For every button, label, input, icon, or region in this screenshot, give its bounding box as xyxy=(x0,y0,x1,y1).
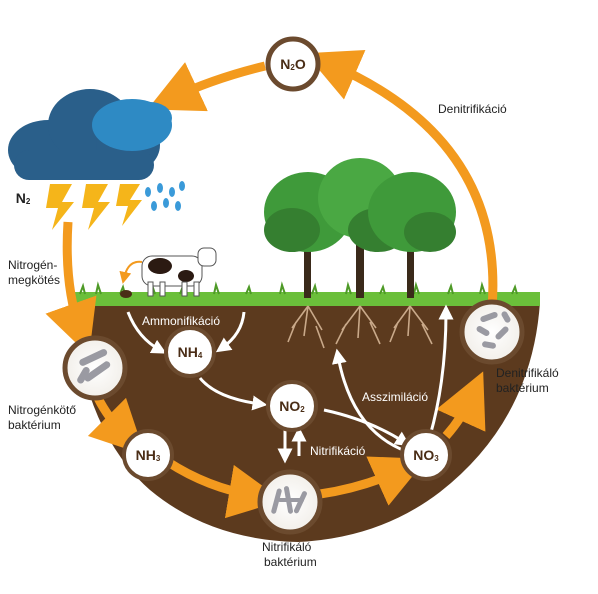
label-fixation-line2: megkötés xyxy=(8,273,61,287)
trees-icon xyxy=(264,158,456,298)
label-nitrifying-bacteria-line2: baktérium xyxy=(264,555,317,569)
lightning-icon xyxy=(46,184,142,230)
nitrifying-bacteria-icon xyxy=(257,469,323,535)
node-nh4-circle xyxy=(164,326,216,378)
node-no2-circle xyxy=(266,380,318,432)
node-no3-circle xyxy=(400,429,452,481)
cycle-arrow-fixation xyxy=(45,221,97,356)
arrow-nh4-to-no2 xyxy=(198,377,268,411)
label-ammonification: Ammonifikáció xyxy=(142,314,221,328)
label-denitrifying-bacteria-line2: baktérium xyxy=(496,381,549,395)
node-nh3-sub: 3 xyxy=(155,453,161,463)
cycle-arrow-to-no3 xyxy=(319,456,427,506)
node-n2o-tail: O xyxy=(294,56,306,72)
label-nitrifying-bacteria-line1: Nitrifikáló xyxy=(262,540,312,554)
cycle-arrow-to-cloud xyxy=(147,61,267,112)
label-denitrifying-bacteria-line1: Denitrifikáló xyxy=(496,366,559,380)
node-no3-sub: 3 xyxy=(434,453,439,463)
cycle-arrow-nh3-to-nitrifying xyxy=(165,458,283,519)
node-nh3-base: NH xyxy=(135,447,156,463)
label-fixing-bacteria-line1: Nitrogénkötő xyxy=(8,403,77,417)
label-fixation-line1: Nitrogén- xyxy=(8,258,58,272)
node-n2o-circle xyxy=(265,36,321,92)
arrow-ammonification-right xyxy=(215,311,246,353)
arrow-assimilation xyxy=(331,348,409,454)
label-fixing-bacteria-line2: baktérium xyxy=(8,418,61,432)
cycle-arrow-no3-to-denitrifying xyxy=(436,371,486,439)
node-no2-sub: 2 xyxy=(300,404,305,414)
node-n2o-base: N xyxy=(280,56,291,72)
roots-icon xyxy=(287,305,433,349)
cow-icon xyxy=(119,247,217,298)
rain-drops-icon xyxy=(145,181,185,211)
node-n2-base: N xyxy=(15,190,26,206)
node-nh4-sub: 4 xyxy=(197,350,203,360)
nitrogen-fixing-bacteria-icon xyxy=(62,335,128,401)
arrow-ammonification-left xyxy=(126,311,167,354)
node-n2-sub: 2 xyxy=(25,196,31,206)
grass-strip xyxy=(74,292,540,306)
node-nh4-base: NH xyxy=(177,344,198,360)
label-denitrification: Denitrifikáció xyxy=(438,102,507,116)
node-no2-base: NO xyxy=(279,398,301,414)
node-nh3-circle xyxy=(122,429,174,481)
cycle-arrow-denitrification xyxy=(305,50,498,309)
label-nitrification: Nitrifikáció xyxy=(310,444,366,458)
cycle-arrow-to-nh3 xyxy=(87,395,146,456)
label-assimilation: Asszimiláció xyxy=(362,390,429,404)
arrow-no3-to-roots xyxy=(428,304,454,437)
node-n2o-sub: 2 xyxy=(290,62,295,72)
node-no3-base: NO xyxy=(413,447,435,463)
rain-cloud-icon xyxy=(8,89,172,180)
denitrifying-bacteria-icon xyxy=(459,299,525,365)
